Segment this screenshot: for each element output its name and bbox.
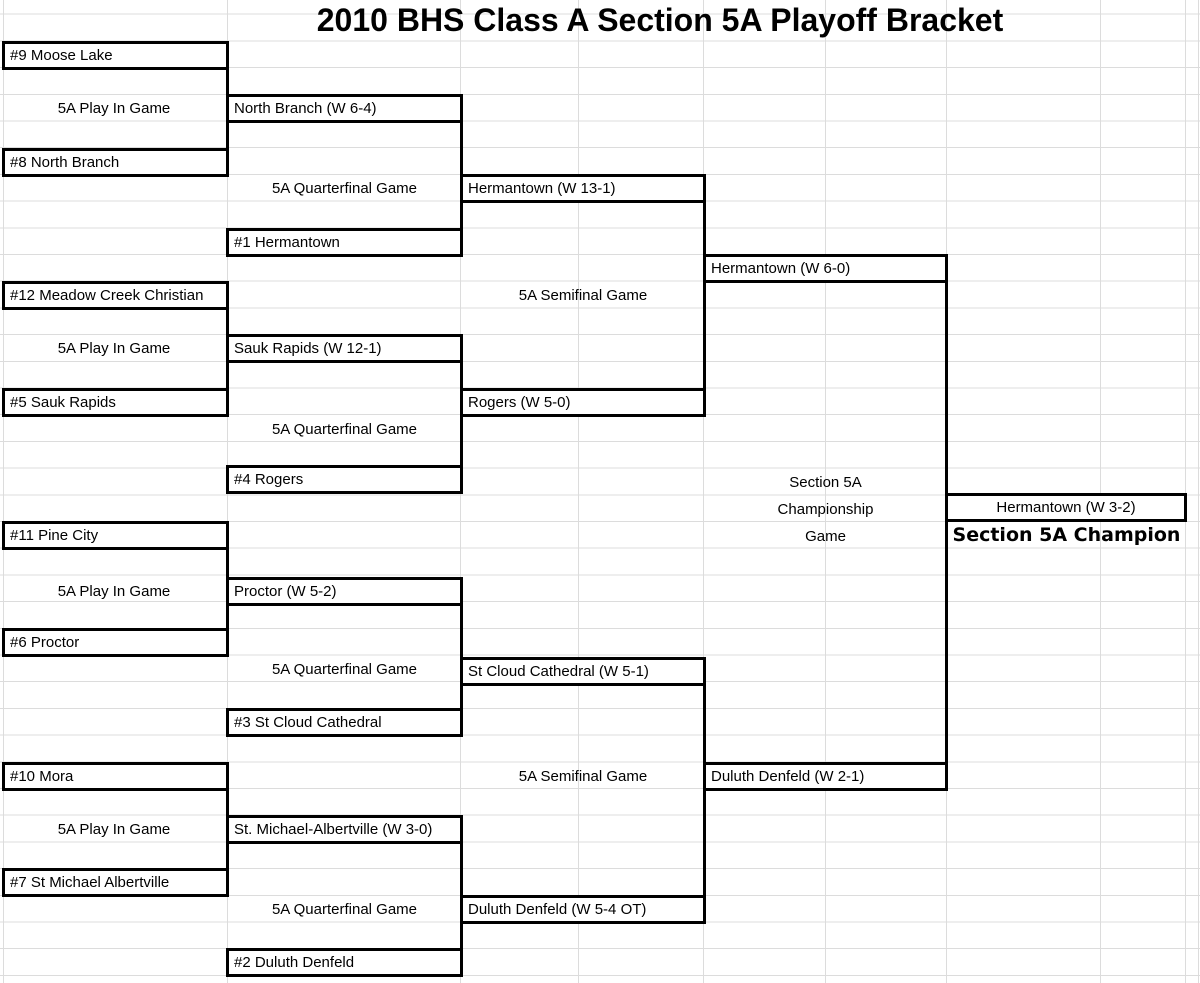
qf-winner-box-duluth-denfeld: Duluth Denfeld (W 5-4 OT) [460, 895, 706, 924]
quarterfinal-game-label: 5A Quarterfinal Game [271, 180, 418, 197]
seed-box-7-st-michael-albertville: #7 St Michael Albertville [2, 868, 229, 897]
seed-box-1-hermantown: #1 Hermantown [226, 228, 463, 257]
seed-box-4-rogers: #4 Rogers [226, 465, 463, 494]
section-champion-label: Section 5A Champion [952, 524, 1181, 546]
bracket-connector-sf1 [703, 174, 706, 417]
quarterfinal-game-label: 5A Quarterfinal Game [271, 661, 418, 678]
seed-box-8-north-branch: #8 North Branch [2, 148, 229, 177]
seed-box-2-duluth-denfeld: #2 Duluth Denfeld [226, 948, 463, 977]
playin-winner-box-st-michael-albertville: St. Michael-Albertville (W 3-0) [226, 815, 463, 844]
quarterfinal-game-label: 5A Quarterfinal Game [271, 901, 418, 918]
grid-column-line [3, 0, 4, 983]
bracket-connector-final [945, 254, 948, 791]
seed-box-11-pine-city: #11 Pine City [2, 521, 229, 550]
seed-box-6-proctor: #6 Proctor [2, 628, 229, 657]
qf-winner-box-hermantown: Hermantown (W 13-1) [460, 174, 706, 203]
playin-winner-box-north-branch: North Branch (W 6-4) [226, 94, 463, 123]
playin-winner-box-sauk-rapids: Sauk Rapids (W 12-1) [226, 334, 463, 363]
grid-column-line [1100, 0, 1101, 983]
qf-winner-box-st-cloud-cathedral: St Cloud Cathedral (W 5-1) [460, 657, 706, 686]
seed-box-3-st-cloud-cathedral: #3 St Cloud Cathedral [226, 708, 463, 737]
grid-column-line [703, 0, 704, 983]
semifinal-game-label: 5A Semifinal Game [518, 287, 648, 304]
bracket-title: 2010 BHS Class A Section 5A Playoff Brac… [316, 2, 1004, 38]
sf-winner-box-hermantown: Hermantown (W 6-0) [703, 254, 948, 283]
grid-column-line [1198, 0, 1199, 983]
semifinal-game-label: 5A Semifinal Game [518, 768, 648, 785]
playin-winner-box-proctor: Proctor (W 5-2) [226, 577, 463, 606]
play-in-game-label: 5A Play In Game [57, 340, 171, 357]
qf-winner-box-rogers: Rogers (W 5-0) [460, 388, 706, 417]
championship-game-label-line3: Game [805, 528, 846, 545]
championship-game-label-line1: Section 5A [789, 474, 862, 491]
champion-box: Hermantown (W 3-2) [945, 493, 1187, 522]
play-in-game-label: 5A Play In Game [57, 583, 171, 600]
quarterfinal-game-label: 5A Quarterfinal Game [271, 421, 418, 438]
seed-box-12-meadow-creek: #12 Meadow Creek Christian [2, 281, 229, 310]
championship-game-label-line2: Championship [777, 501, 874, 518]
play-in-game-label: 5A Play In Game [57, 100, 171, 117]
grid-column-line [1185, 0, 1186, 983]
seed-box-9-moose-lake: #9 Moose Lake [2, 41, 229, 70]
seed-box-10-mora: #10 Mora [2, 762, 229, 791]
grid-column-line [825, 0, 826, 983]
play-in-game-label: 5A Play In Game [57, 821, 171, 838]
seed-box-5-sauk-rapids: #5 Sauk Rapids [2, 388, 229, 417]
grid-column-line [578, 0, 579, 983]
sf-winner-box-duluth-denfeld: Duluth Denfeld (W 2-1) [703, 762, 948, 791]
